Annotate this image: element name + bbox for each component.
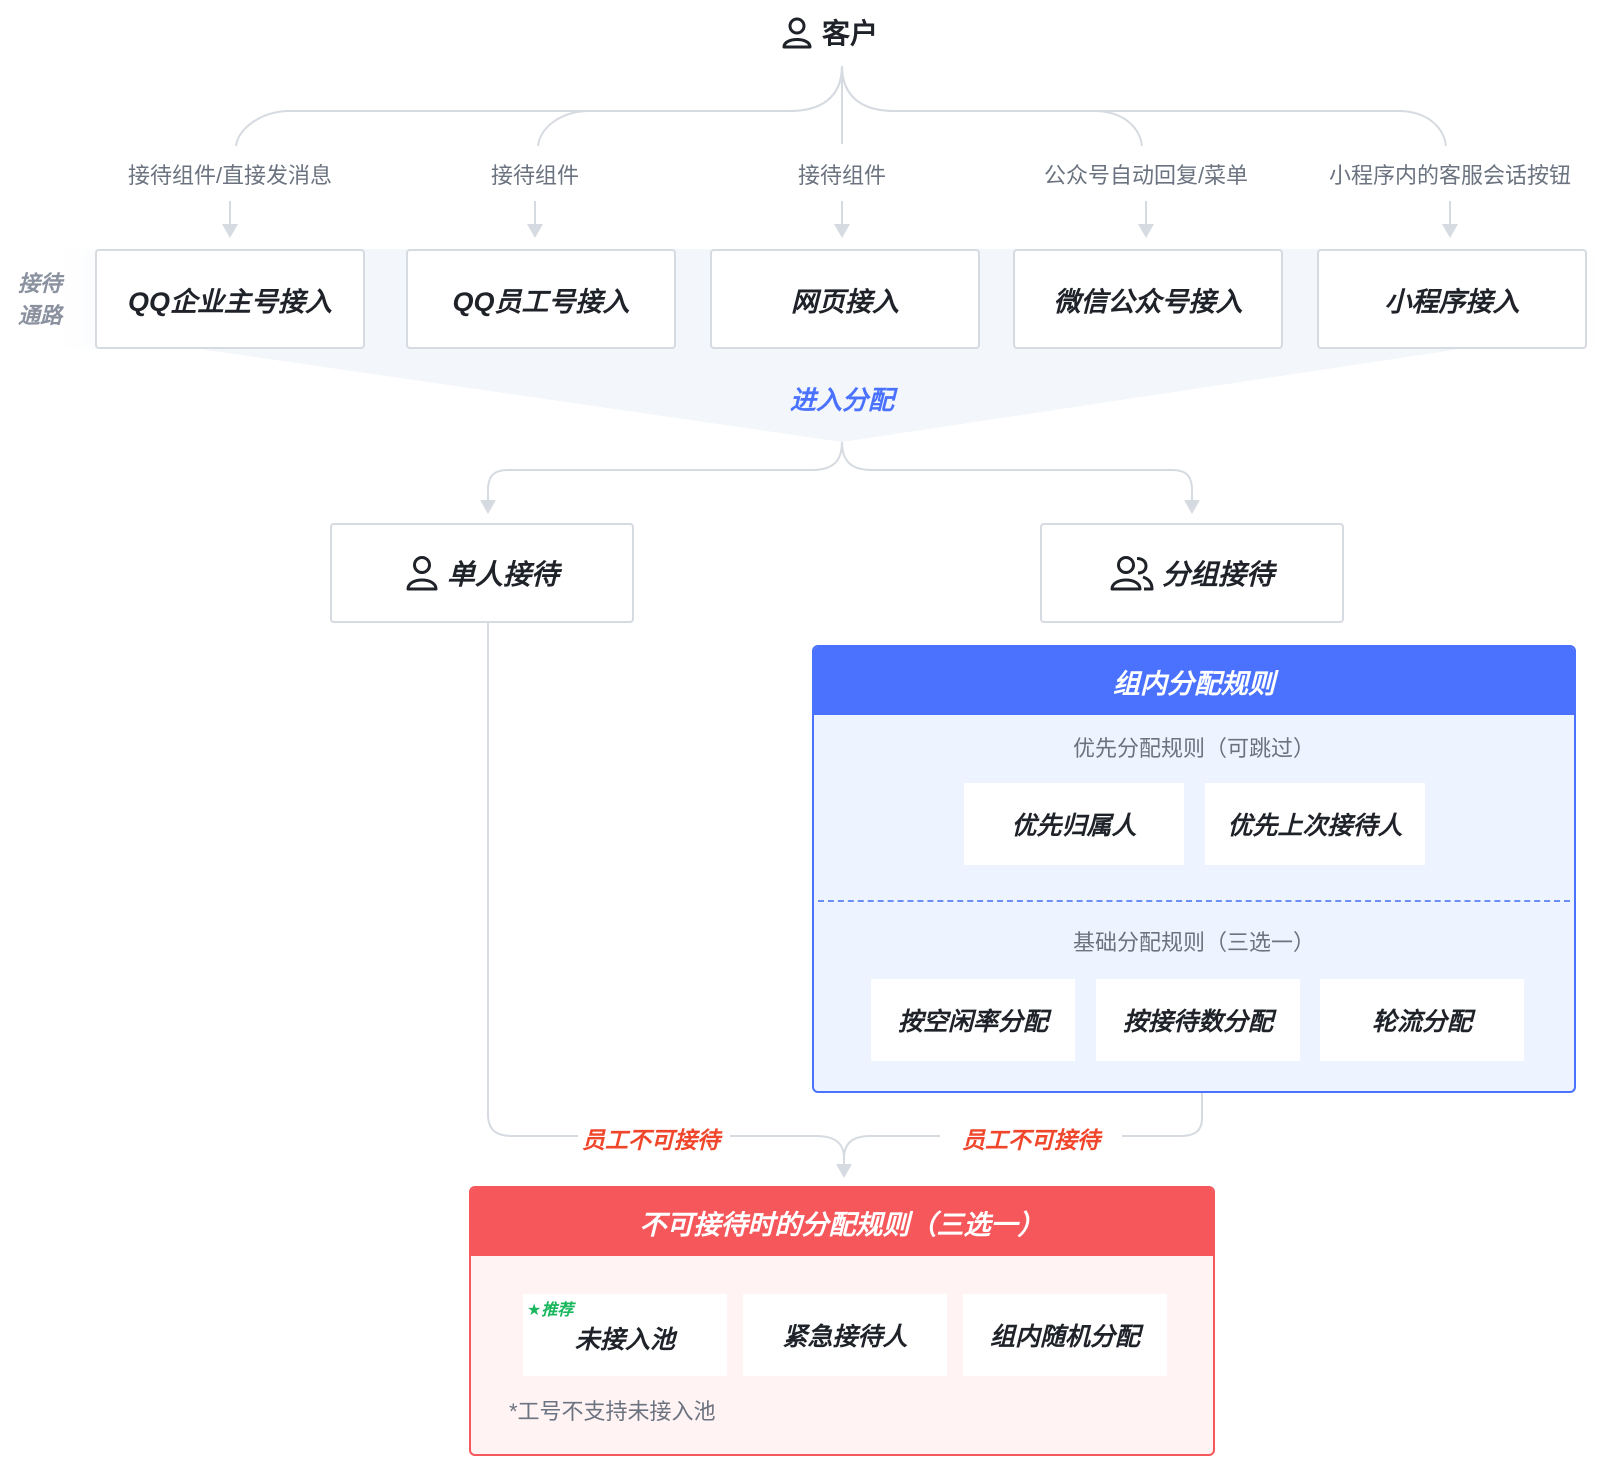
fallback-rule-item: 组内随机分配 [963, 1294, 1167, 1376]
user-icon [780, 15, 814, 49]
customer-node: 客户 [780, 8, 878, 56]
user-icon [405, 555, 447, 591]
entry-method-label: 接待组件 [797, 163, 886, 188]
group-reception-node: 分组接待 [1040, 523, 1344, 623]
group-rules-panel: 组内分配规则 优先分配规则（可跳过） 优先归属人 优先上次接待人 基础分配规则（… [812, 645, 1576, 1093]
fallback-rule-item: 未接入池 [523, 1294, 727, 1376]
group-rules-title: 组内分配规则 [814, 647, 1574, 715]
customer-label: 客户 [822, 18, 879, 49]
distribution-label: 进入分配 [789, 385, 894, 415]
entry-method-label: 小程序内的客服会话按钮 [1328, 163, 1571, 188]
priority-rules-title: 优先分配规则（可跳过） [1072, 736, 1315, 761]
channel-wechat-official: 微信公众号接入 [1013, 249, 1283, 349]
priority-rule-item: 优先上次接待人 [1205, 783, 1425, 865]
staff-unavailable-label: 员工不可接待 [578, 1121, 724, 1155]
fallback-rules-panel: 不可接待时的分配规则（三选一） 未接入池 ★推荐 紧急接待人 组内随机分配 *工… [469, 1186, 1215, 1456]
reception-channel-label: 接待 通路 [17, 271, 62, 328]
fallback-rule-item: 紧急接待人 [743, 1294, 947, 1376]
priority-rule-item: 优先归属人 [964, 783, 1184, 865]
staff-unavailable-label: 员工不可接待 [958, 1121, 1104, 1155]
entry-method-label: 接待组件/直接发消息 [127, 163, 333, 188]
basic-rule-item: 轮流分配 [1320, 979, 1524, 1061]
entry-method-label: 接待组件 [490, 163, 579, 188]
fallback-note: *工号不支持未接入池 [509, 1399, 716, 1424]
fallback-rules-title: 不可接待时的分配规则（三选一） [471, 1188, 1213, 1256]
channel-web: 网页接入 [710, 249, 980, 349]
channel-qq-staff: QQ员工号接入 [406, 249, 676, 349]
basic-rule-item: 按空闲率分配 [871, 979, 1075, 1061]
star-icon: ★ [527, 1302, 542, 1319]
basic-rule-item: 按接待数分配 [1096, 979, 1300, 1061]
basic-rules-title: 基础分配规则（三选一） [1072, 930, 1315, 955]
users-icon [1110, 555, 1162, 591]
entry-method-label: 公众号自动回复/菜单 [1043, 163, 1249, 188]
rules-divider [818, 900, 1570, 902]
recommend-badge: ★推荐 [527, 1302, 574, 1319]
channel-qq-main: QQ企业主号接入 [95, 249, 365, 349]
single-reception-node: 单人接待 [330, 523, 634, 623]
channel-mini-program: 小程序接入 [1317, 249, 1587, 349]
